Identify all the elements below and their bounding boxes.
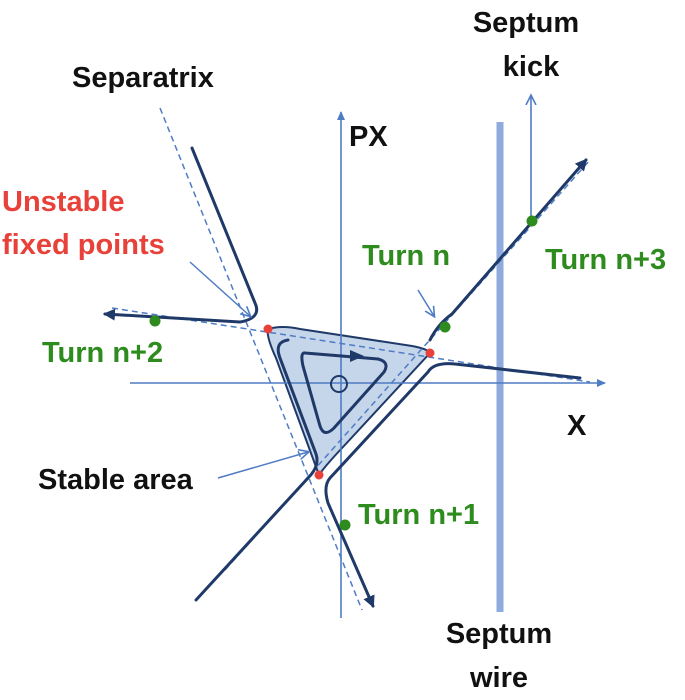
pointer-lines (189, 261, 434, 479)
trajectory-upper-left (103, 146, 259, 324)
unstable-label-line1: Unstable (2, 186, 124, 218)
turn-n3-label: Turn n+3 (545, 244, 666, 276)
inner-orbit (300, 351, 388, 434)
turn-n1-label: Turn n+1 (358, 499, 479, 531)
turn-n-label: Turn n (362, 240, 450, 272)
turn-point-n (439, 321, 451, 333)
septum-wire-label-line1: Septum (446, 618, 552, 650)
turn-n2-label: Turn n+2 (42, 337, 163, 369)
stable-area-region (266, 326, 432, 478)
separatrix-label: Separatrix (72, 62, 214, 94)
unstable-point-bottom (314, 470, 324, 480)
inner-orbit-arrow (350, 350, 364, 362)
trajectory-right (324, 362, 582, 608)
septum-kick-label-line1: Septum (473, 7, 579, 39)
center-point (330, 375, 348, 393)
unstable-point-right (425, 348, 435, 358)
turn-point-n1 (339, 519, 351, 531)
x-axis-label: X (567, 410, 587, 442)
unstable-label-line2: fixed points (2, 229, 165, 261)
px-axis-label: PX (349, 121, 388, 153)
turn-point-n2 (149, 315, 161, 327)
unstable-point-left (263, 324, 273, 334)
septum-kick-label-line2: kick (503, 51, 560, 83)
turn-point-n3 (526, 215, 538, 227)
trajectory-upper-right (194, 338, 319, 602)
septum-wire-label-line2: wire (469, 662, 528, 694)
stable-area-label: Stable area (38, 464, 194, 496)
